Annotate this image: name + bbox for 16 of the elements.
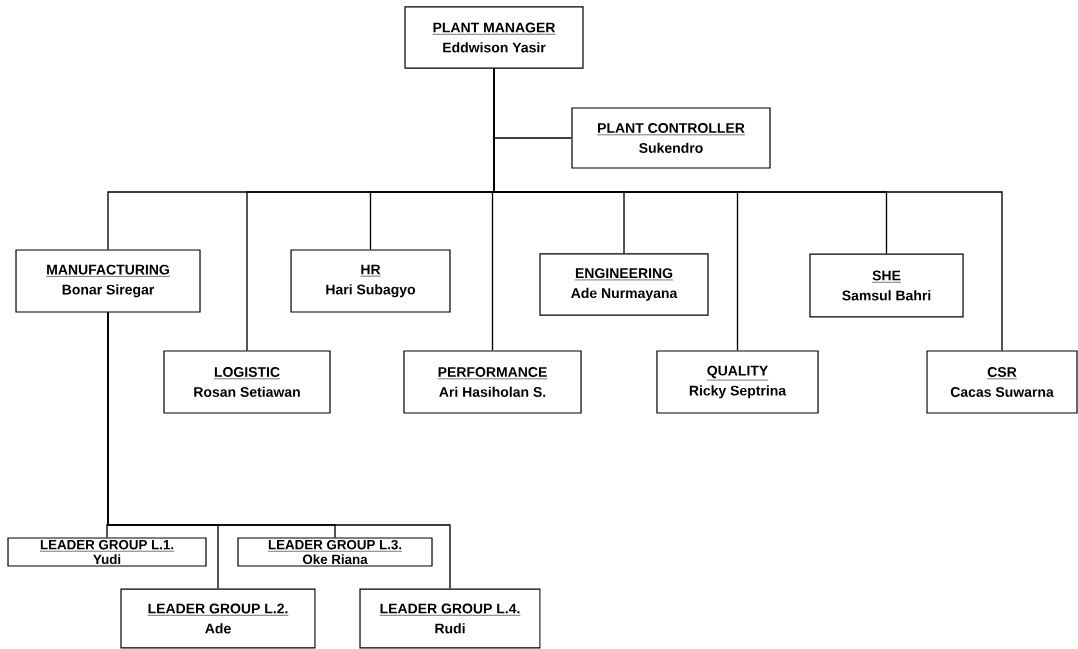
org-box: SHE Samsul Bahri [809,253,964,318]
org-box: MANUFACTURING Bonar Siregar [15,249,201,313]
connector-line [493,67,1003,352]
org-box: LEADER GROUP L.4. Rudi [359,588,541,649]
org-box: HR Hari Subagyo [290,249,451,313]
connector-line [107,311,451,590]
org-box: LEADER GROUP L.1. Yudi [7,537,207,567]
org-box: ENGINEERING Ade Nurmayana [539,253,709,316]
org-box: QUALITY Ricky Septrina [656,350,819,414]
org-box: PLANT MANAGER Eddwison Yasir [404,6,584,69]
org-box: LOGISTIC Rosan Setiawan [163,350,331,414]
org-box: PERFORMANCE Ari Hasiholan S. [403,350,582,414]
org-box: LEADER GROUP L.2. Ade [120,588,316,649]
org-box: LEADER GROUP L.3. Oke Riana [237,537,433,567]
org-box: CSR Cacas Suwarna [926,350,1078,414]
org-box: PLANT CONTROLLER Sukendro [571,107,771,169]
